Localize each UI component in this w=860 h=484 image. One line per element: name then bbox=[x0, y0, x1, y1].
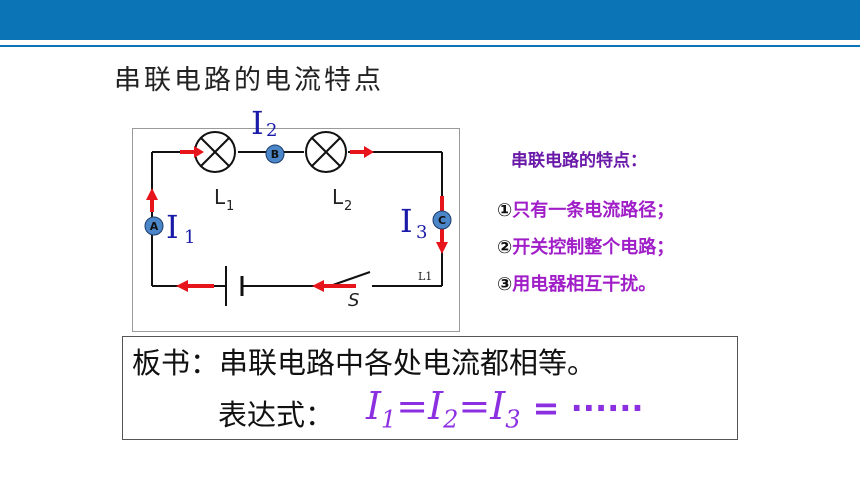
switch bbox=[329, 271, 371, 287]
node-B: B bbox=[265, 144, 285, 164]
small-label-L1: L1 bbox=[418, 270, 432, 283]
label-I3-sub: 3 bbox=[416, 222, 427, 243]
formula-I2: I bbox=[428, 384, 444, 428]
lamp1-label: L bbox=[214, 185, 226, 209]
feature-num-2: ② bbox=[497, 237, 513, 258]
formula-sub-2: 2 bbox=[443, 405, 459, 434]
node-label-B: B bbox=[271, 148, 279, 161]
summary-statement: 板书：串联电路中各处电流都相等。 bbox=[132, 346, 597, 380]
features-title: 串联电路的特点： bbox=[511, 151, 647, 171]
current-arrows bbox=[146, 146, 448, 292]
lamp-1 bbox=[194, 131, 236, 173]
lamp2-sub: 2 bbox=[344, 199, 352, 214]
formula-sub-3: 3 bbox=[505, 405, 521, 434]
node-label-A: A bbox=[150, 220, 159, 233]
lamp-2 bbox=[305, 131, 347, 173]
formula-I1: I bbox=[366, 384, 382, 428]
feature-text-1: 只有一条电流路径； bbox=[512, 200, 675, 221]
header-bar bbox=[0, 0, 860, 40]
feature-num-1: ① bbox=[497, 200, 513, 221]
label-I2-sub: 2 bbox=[266, 120, 277, 141]
current-formula: I1=I2=I3 = ······ bbox=[366, 384, 644, 434]
formula-tail: = ······ bbox=[532, 389, 644, 427]
feature-text-3: 用电器相互干扰。 bbox=[512, 274, 657, 295]
node-C: C bbox=[432, 210, 452, 230]
header-divider bbox=[0, 45, 860, 47]
formula-eq-2: = bbox=[458, 384, 491, 428]
lamp2-label: L bbox=[332, 185, 344, 209]
label-I2: I bbox=[251, 104, 264, 142]
circuit-diagram-frame bbox=[132, 128, 460, 332]
blackboard-summary-box bbox=[122, 336, 738, 440]
label-I3: I bbox=[400, 202, 413, 240]
battery bbox=[225, 266, 244, 306]
formula-sub-1: 1 bbox=[381, 405, 397, 434]
formula-eq-1: = bbox=[396, 384, 429, 428]
switch-label: S bbox=[348, 290, 359, 311]
feature-num-3: ③ bbox=[497, 274, 513, 295]
label-I1-sub: 1 bbox=[184, 227, 195, 248]
feature-item-3: ③用电器相互干扰。 bbox=[497, 270, 656, 296]
formula-I3: I bbox=[490, 384, 506, 428]
feature-text-2: 开关控制整个电路； bbox=[512, 237, 675, 258]
lamp1-sub: 1 bbox=[226, 199, 234, 214]
circuit-wires bbox=[151, 151, 443, 287]
label-I1: I bbox=[166, 208, 179, 246]
node-A: A bbox=[144, 216, 164, 236]
node-label-C: C bbox=[438, 214, 446, 227]
expression-label: 表达式： bbox=[218, 398, 335, 432]
feature-item-2: ②开关控制整个电路； bbox=[497, 233, 674, 259]
feature-item-1: ①只有一条电流路径； bbox=[497, 196, 674, 222]
slide-title: 串联电路的电流特点 bbox=[114, 65, 384, 96]
